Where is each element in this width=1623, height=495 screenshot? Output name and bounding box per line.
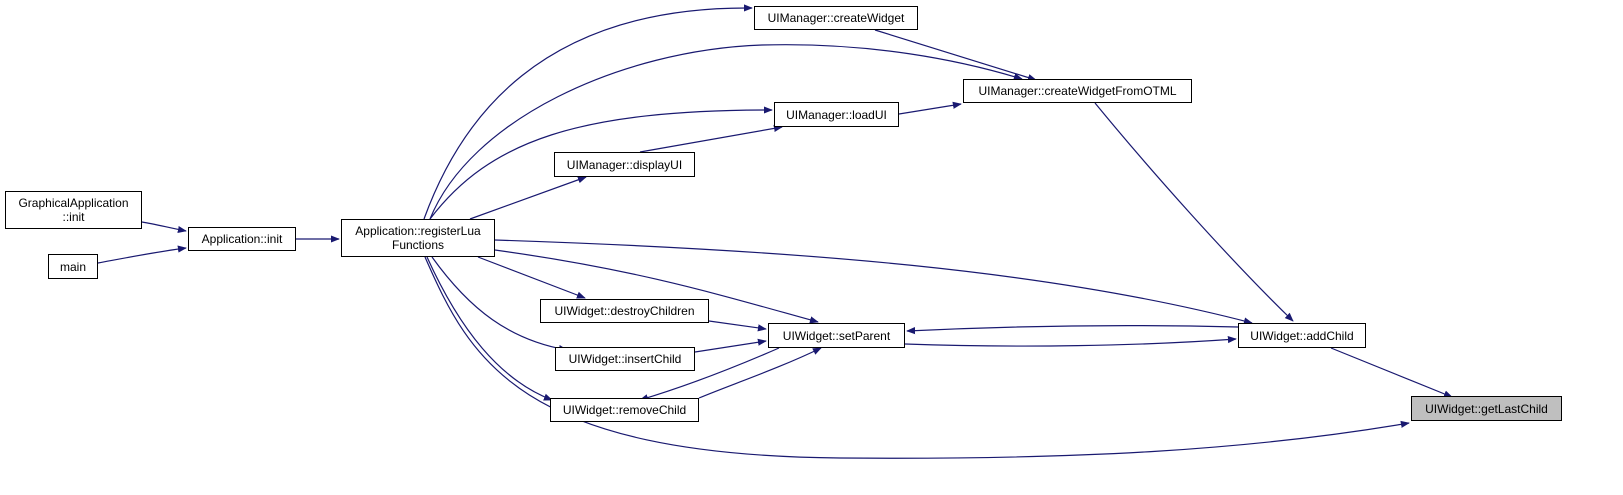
edge-register-lua-to-get-last-child bbox=[424, 256, 1410, 459]
edge-set-parent-to-remove-child bbox=[639, 347, 780, 402]
node-label: Functions bbox=[391, 238, 445, 252]
edge-insert-child-to-set-parent bbox=[694, 338, 767, 353]
node-application-register-lua-functions[interactable]: Application::registerLua Functions bbox=[341, 219, 495, 257]
node-label: ::init bbox=[62, 210, 85, 224]
node-uimanager-load-ui[interactable]: UIManager::loadUI bbox=[774, 102, 899, 127]
edge-remove-child-to-set-parent bbox=[698, 347, 822, 399]
node-main[interactable]: main bbox=[48, 254, 98, 279]
edge-display-ui-to-load-ui bbox=[639, 124, 783, 153]
edge-register-lua-to-insert-child bbox=[431, 256, 568, 353]
node-uimanager-create-widget-from-otml[interactable]: UIManager::createWidgetFromOTML bbox=[963, 79, 1192, 103]
edge-register-lua-to-set-parent bbox=[494, 249, 819, 324]
node-uimanager-display-ui[interactable]: UIManager::displayUI bbox=[554, 152, 695, 177]
node-uiwidget-set-parent[interactable]: UIWidget::setParent bbox=[768, 323, 905, 348]
edge-register-lua-to-load-ui bbox=[429, 106, 773, 220]
node-uiwidget-destroy-children[interactable]: UIWidget::destroyChildren bbox=[540, 299, 709, 323]
edge-register-lua-to-destroy-children bbox=[477, 256, 586, 299]
node-label: UIWidget::addChild bbox=[1250, 328, 1354, 343]
edge-register-lua-to-add-child bbox=[494, 239, 1253, 325]
edge-register-lua-to-create-widget bbox=[423, 4, 753, 220]
edge-destroy-children-to-set-parent bbox=[708, 320, 767, 332]
node-uiwidget-insert-child[interactable]: UIWidget::insertChild bbox=[555, 347, 695, 371]
node-graphical-application-init[interactable]: GraphicalApplication ::init bbox=[5, 191, 142, 229]
edge-register-lua-to-remove-child bbox=[426, 256, 553, 401]
node-label: GraphicalApplication bbox=[18, 196, 129, 210]
edge-register-lua-to-display-ui bbox=[469, 176, 587, 220]
node-uiwidget-get-last-child[interactable]: UIWidget::getLastChild bbox=[1411, 396, 1562, 421]
node-label: UIWidget::getLastChild bbox=[1425, 401, 1548, 416]
node-application-init[interactable]: Application::init bbox=[188, 227, 296, 251]
edge-graphical-init-to-app-init bbox=[141, 221, 187, 234]
edge-create-from-otml-to-add-child bbox=[1094, 102, 1294, 322]
node-label: main bbox=[59, 259, 86, 274]
edge-register-lua-to-create-from-otml bbox=[429, 44, 1023, 220]
node-label: UIManager::createWidget bbox=[767, 11, 905, 25]
edge-add-child-to-get-last-child bbox=[1330, 347, 1453, 398]
node-uiwidget-add-child[interactable]: UIWidget::addChild bbox=[1238, 323, 1366, 348]
edge-create-widget-to-create-from-otml bbox=[874, 29, 1037, 82]
node-label: Application::registerLua bbox=[355, 224, 481, 238]
edge-add-child-to-set-parent bbox=[906, 324, 1239, 335]
node-label: UIWidget::setParent bbox=[782, 328, 891, 343]
node-label: UIWidget::destroyChildren bbox=[554, 304, 695, 318]
node-label: UIManager::createWidgetFromOTML bbox=[978, 84, 1177, 98]
node-label: UIManager::loadUI bbox=[786, 107, 887, 122]
edge-load-ui-to-create-from-otml bbox=[898, 101, 962, 115]
node-uimanager-create-widget[interactable]: UIManager::createWidget bbox=[754, 6, 918, 30]
node-label: UIWidget::removeChild bbox=[562, 403, 687, 417]
node-uiwidget-remove-child[interactable]: UIWidget::removeChild bbox=[550, 398, 699, 422]
node-label: UIManager::displayUI bbox=[566, 157, 683, 172]
edge-main-to-app-init bbox=[97, 245, 187, 264]
edge-set-parent-to-add-child bbox=[904, 335, 1237, 347]
node-label: Application::init bbox=[201, 232, 283, 246]
node-label: UIWidget::insertChild bbox=[568, 352, 682, 366]
